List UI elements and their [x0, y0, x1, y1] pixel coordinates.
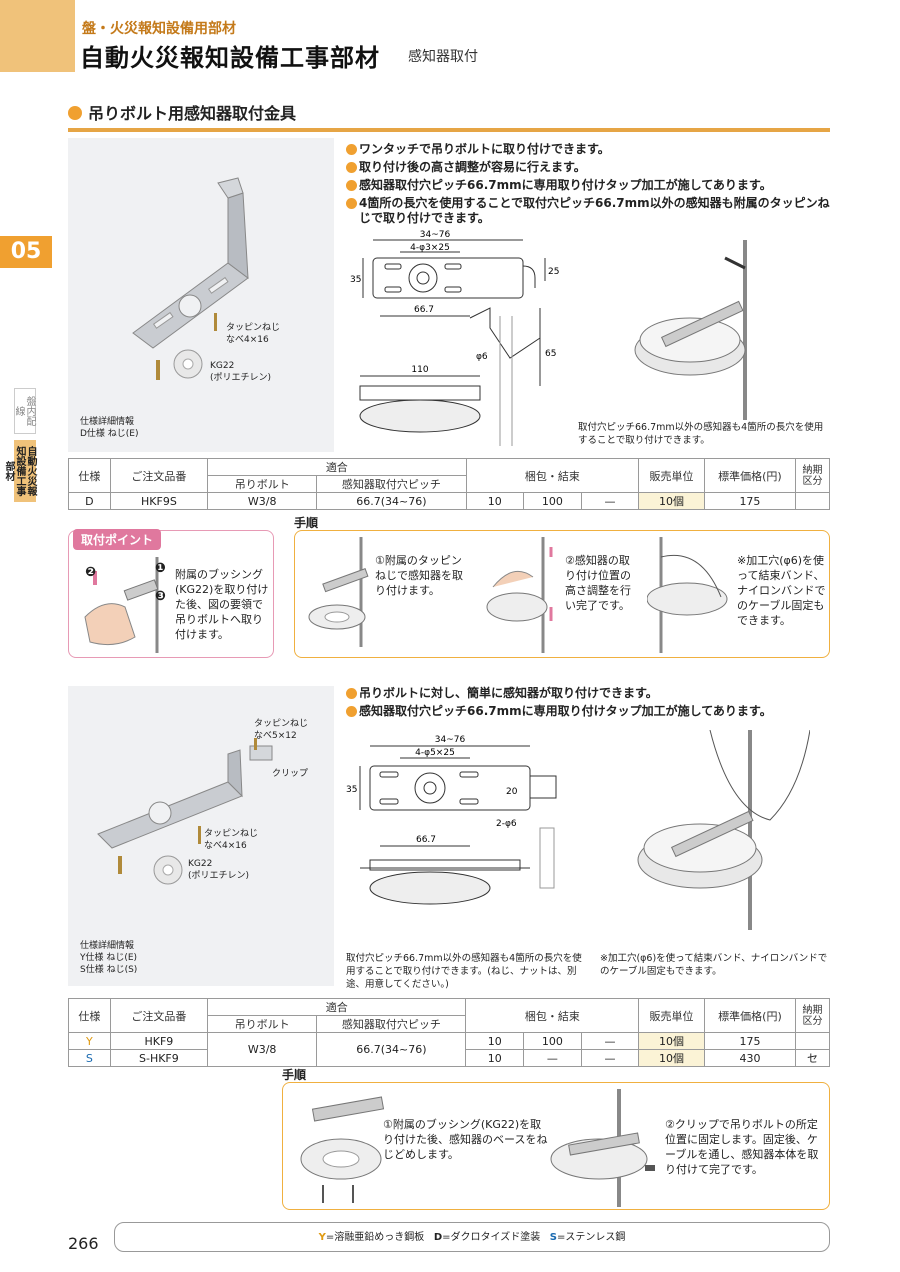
feature-list-2: 吊りボルトに対し、簡単に感知器が取り付けできます。 感知器取付穴ピッチ66.7m… — [346, 686, 832, 722]
chapter-tab[interactable]: 05 — [0, 236, 52, 268]
photo2-label-clip: クリップ — [272, 769, 309, 779]
steps-title-2: 手順 — [282, 1068, 307, 1082]
dim-pitch: 66.7 — [414, 305, 434, 315]
product-photo-1: タッピンねじ なべ4×16 KG22 (ポリエチレン) 仕様詳細情報 D仕様 ね… — [68, 138, 334, 452]
feature-item: 吊りボルトに対し、簡単に感知器が取り付けできます。 — [346, 686, 832, 701]
step1-illustration — [308, 537, 369, 647]
step2-1-illustration — [300, 1096, 385, 1203]
install-point-illustration — [84, 557, 159, 653]
dim-drop: 65 — [545, 349, 556, 359]
photo-label-screw-size: なべ4×16 — [226, 335, 269, 345]
header-band — [0, 0, 75, 72]
step2-text: ②感知器の取り付け位置の高さ調整を行い完了です。 — [565, 554, 631, 612]
point-num-2: ❷ — [85, 565, 97, 580]
section-title: 吊りボルト用感知器取付金具 — [68, 100, 296, 124]
spec-detail-title: 仕様詳細情報 — [80, 417, 135, 427]
page-number: 266 — [68, 1234, 99, 1253]
section-rule — [68, 128, 830, 132]
material-legend: Y=溶融亜鉛めっき鋼板 D=ダクロタイズド塗装 S=ステンレス鋼 — [114, 1222, 830, 1252]
install-point-text: 附属のブッシング(KG22)を取り付けた後、図の要領で吊りボルトへ取り付けます。 — [175, 568, 269, 641]
product-photo-2: タッピンねじ なべ5×12 クリップ タッピンねじ なべ4×16 KG22 (ポ… — [68, 686, 334, 986]
point-num-3: ❸ — [155, 589, 167, 604]
photo2-label-screw-size: なべ5×12 — [254, 731, 297, 741]
step3-text: ※加工穴(φ6)を使って結束バンド、ナイロンバンドでのケーブル固定もできます。 — [737, 554, 826, 627]
side-tab-panel-wiring[interactable]: 盤内配線 — [13, 388, 36, 434]
dim2-hook: 20 — [506, 787, 518, 797]
feature-item: ワンタッチで吊りボルトに取り付けできます。 — [346, 142, 832, 157]
install-point-label: 取付ポイント — [73, 529, 162, 550]
photo2-label-screw2-size: なべ4×16 — [204, 841, 247, 851]
col-price: 標準価格(円) — [703, 458, 797, 493]
col-pitch: 感知器取付穴ピッチ — [316, 475, 467, 493]
dim2-pitch: 66.7 — [416, 835, 436, 845]
dim-width-range: 34~76 — [420, 230, 451, 240]
page-subtitle: 感知器取付 — [408, 49, 478, 65]
feature-list-1: ワンタッチで吊りボルトに取り付けできます。 取り付け後の高さ調整が容易に行えます… — [346, 142, 832, 229]
dim2-slot: 4-φ5×25 — [415, 748, 455, 758]
photo-label-screw: タッピンねじ — [226, 323, 281, 333]
dim-hook: 25 — [548, 267, 559, 277]
pitch-note-2: 取付穴ピッチ66.7mm以外の感知器も4箇所の長穴を使用することで取り付けできま… — [346, 953, 582, 990]
step2-illustration — [486, 537, 553, 653]
dim2-hole: 2-φ6 — [496, 819, 517, 829]
header-category: 盤・火災報知設備用部材 — [82, 21, 236, 37]
point-num-1: ❶ — [155, 561, 167, 576]
col-order: ご注文品番 — [109, 458, 209, 493]
dim-length: 110 — [411, 365, 428, 375]
step3-illustration — [647, 537, 728, 653]
col-pack: 梱包・結束 — [465, 458, 640, 493]
steps-panel-2: ①附属のブッシング(KG22)を取り付けた後、感知器のベースをねじどめします。 … — [282, 1082, 830, 1210]
spec2-detail-line2: S仕様 ねじ(S) — [80, 965, 138, 975]
photo2-label-screw: タッピンねじ — [254, 719, 309, 729]
installed-detector-1 — [634, 240, 747, 420]
dim-height: 35 — [350, 275, 361, 285]
dim-slot: 4-φ3×25 — [410, 243, 450, 253]
feature-item: 取り付け後の高さ調整が容易に行えます。 — [346, 160, 832, 175]
install-point-box: 取付ポイント ❶ ❷ ❸ 附属のブッシング(KG22)を取り付けた後、図の要領で… — [68, 529, 274, 658]
feature-item: 感知器取付穴ピッチ66.7mmに専用取り付けタップ加工が施してあります。 — [346, 704, 832, 719]
spec-table-2: 仕様 ご注文品番 適合 梱包・結束 販売単位 標準価格(円) 納期区分 吊りボル… — [68, 998, 830, 1067]
page-title: 自動火災報知設備工事部材 — [80, 44, 380, 72]
table-row: D HKF9S W3/8 66.7(34~76) 10 100 — 10個 17… — [68, 492, 830, 510]
steps-panel-1: ①附属のタッピンねじで感知器を取り付けます。 ②感知器の取り付け位置の高さ調整を… — [294, 530, 830, 658]
feature-item: 感知器取付穴ピッチ66.7mmに専用取り付けタップ加工が施してあります。 — [346, 178, 832, 193]
step2-1-text: ①附属のブッシング(KG22)を取り付けた後、感知器のベースをねじどめします。 — [383, 1118, 548, 1161]
step1-text: ①附属のタッピンねじで感知器を取り付けます。 — [375, 554, 463, 597]
dim2-width-range: 34~76 — [435, 735, 466, 745]
col-bolt: 吊りボルト — [207, 475, 318, 493]
col-unit: 販売単位 — [638, 458, 705, 493]
photo2-label-bushing: KG22 — [188, 859, 213, 869]
col-delivery: 納期区分 — [795, 458, 830, 493]
spec2-detail-title: 仕様詳細情報 — [80, 941, 135, 951]
pitch-note: 取付穴ピッチ66.7mm以外の感知器も4箇所の長穴を使用することで取り付けできま… — [578, 422, 824, 446]
photo2-label-screw2: タッピンねじ — [204, 829, 259, 839]
bullet-dot-icon — [68, 106, 82, 120]
photo-label-material: (ポリエチレン) — [210, 373, 272, 383]
photo2-label-material: (ポリエチレン) — [188, 871, 250, 881]
feature-item: 4箇所の長穴を使用することで取付穴ピッチ66.7mm以外の感知器も附属のタッピン… — [346, 196, 832, 226]
step2-2-text: ②クリップで吊りボルトの所定位置に固定します。固定後、ケーブルを通し、感知器本体… — [665, 1118, 819, 1176]
step2-2-illustration — [550, 1089, 655, 1207]
col-spec: 仕様 — [68, 458, 111, 493]
table-row: Y HKF9 W3/8 66.7(34~76) 10 100 — 10個 175 — [68, 1032, 830, 1067]
spec-detail-line: D仕様 ねじ(E) — [80, 429, 139, 439]
photo-label-bushing: KG22 — [210, 361, 235, 371]
dimension-drawing-2: 34~76 4-φ5×25 35 20 2-φ6 66.7 — [346, 735, 557, 905]
spec-table-1: 仕様 ご注文品番 適合 梱包・結束 販売単位 標準価格(円) 納期区分 吊りボル… — [68, 458, 830, 510]
spec2-detail-line1: Y仕様 ねじ(E) — [80, 953, 138, 963]
table-row: S S-HKF9 10 — — 10個 430 セ — [68, 1049, 830, 1067]
col-fit: 適合 — [207, 458, 467, 476]
steps-title-1: 手順 — [294, 516, 319, 530]
side-tab-fire-alarm[interactable]: 自動火災報知設備工事部材 — [3, 440, 36, 502]
bracket-illustration-1 — [132, 177, 249, 380]
dim2-height: 35 — [346, 785, 357, 795]
dimension-drawing-1: 34~76 4-φ3×25 35 25 66.7 φ6 65 110 — [350, 230, 559, 446]
bracket-illustration-2 — [97, 738, 273, 885]
dim-hole: φ6 — [476, 352, 488, 362]
installed-detector-2 — [637, 730, 810, 930]
cable-note-2: ※加工穴(φ6)を使って結束バンド、ナイロンバンドでのケーブル固定もできます。 — [600, 953, 828, 977]
